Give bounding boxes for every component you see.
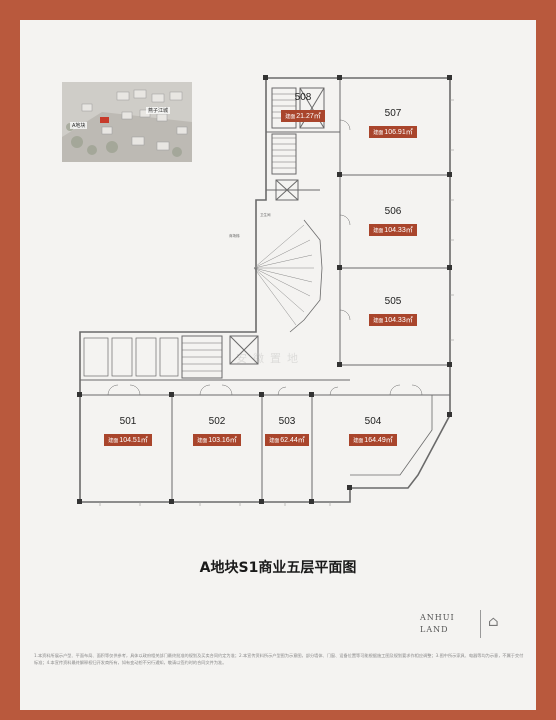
brand-logo-text: ANHUI LAND: [420, 613, 455, 634]
unit-number: 503: [278, 416, 296, 427]
unit-area-badge: 建面106.91㎡: [369, 126, 417, 138]
unit-508: 508 建面21.27㎡: [268, 92, 338, 123]
key-map-label-plot: A地块: [70, 122, 88, 129]
key-map-label-river: 燕子江城: [146, 107, 171, 114]
key-map-graphic: [62, 82, 192, 162]
note-restroom: 卫生间: [260, 213, 271, 217]
window-marks: [99, 99, 454, 506]
unit-502: 502 建面103.16㎡: [182, 416, 252, 447]
unit-area-badge: 建面21.27㎡: [281, 110, 325, 122]
page-title: A地块S1商业五层平面图: [199, 560, 357, 576]
unit-503: 503 建面62.44㎡: [252, 416, 322, 447]
disclaimer-text: 1.本资料所展示户型、平面布局、面积等仅供参考，具体以政府相关部门最终批准的规划…: [34, 653, 524, 665]
unit-number: 507: [384, 108, 402, 119]
note-escalator: 商场梯: [229, 234, 240, 238]
watermark-text: 安徽置地: [236, 352, 304, 365]
unit-area-badge: 建面164.49㎡: [349, 434, 397, 446]
floor-plan: [77, 75, 454, 506]
unit-505: 505 建面104.33㎡: [358, 296, 428, 327]
brand-emblem-icon: ⌂: [488, 614, 499, 630]
unit-area-badge: 建面62.44㎡: [265, 434, 309, 446]
unit-number: 508: [294, 92, 312, 103]
unit-number: 502: [208, 416, 226, 427]
site-key-map: 燕子江城 A地块: [62, 82, 192, 162]
unit-501: 501 建面104.51㎡: [93, 416, 163, 447]
unit-number: 501: [119, 416, 137, 427]
plan-sheet: 燕子江城 A地块: [20, 20, 536, 710]
highlight-block: [100, 117, 109, 123]
unit-507: 507 建面106.91㎡: [358, 108, 428, 139]
unit-number: 504: [364, 416, 382, 427]
brand-divider: [480, 610, 481, 638]
unit-number: 506: [384, 206, 402, 217]
unit-number: 505: [384, 296, 402, 307]
unit-area-badge: 建面103.16㎡: [193, 434, 241, 446]
unit-area-badge: 建面104.33㎡: [369, 224, 417, 236]
unit-area-badge: 建面104.51㎡: [104, 434, 152, 446]
unit-area-badge: 建面104.33㎡: [369, 314, 417, 326]
structural-columns: [77, 75, 452, 504]
unit-506: 506 建面104.33㎡: [358, 206, 428, 237]
unit-504: 504 建面164.49㎡: [338, 416, 408, 447]
